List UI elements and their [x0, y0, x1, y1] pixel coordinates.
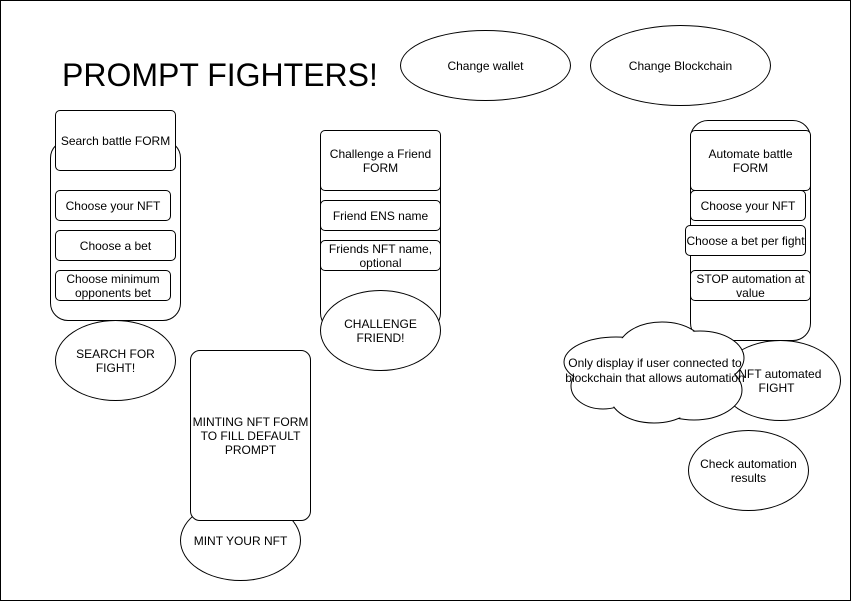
automate-bet-per-fight-field[interactable]: Choose a bet per fight — [685, 225, 806, 256]
change-blockchain-button[interactable]: Change Blockchain — [590, 25, 771, 106]
page-title: PROMPT FIGHTERS! — [62, 57, 378, 93]
search-min-opponent-bet-field[interactable]: Choose minimum opponents bet — [55, 270, 171, 301]
change-wallet-button[interactable]: Change wallet — [400, 30, 571, 101]
stop-automation-field[interactable]: STOP automation at value — [690, 270, 811, 301]
search-choose-nft-field[interactable]: Choose your NFT — [55, 190, 171, 221]
cloud-note-shape — [563, 321, 745, 424]
search-for-fight-button[interactable]: SEARCH FOR FIGHT! — [55, 320, 176, 401]
minting-form: MINTING NFT FORM TO FILL DEFAULT PROMPT — [190, 350, 311, 521]
search-choose-bet-field[interactable]: Choose a bet — [55, 230, 176, 261]
challenge-friend-button[interactable]: CHALLENGE FRIEND! — [320, 290, 441, 371]
check-automation-results-button[interactable]: Check automation results — [688, 430, 809, 511]
search-battle-form-header: Search battle FORM — [55, 110, 176, 171]
friend-ens-field[interactable]: Friend ENS name — [320, 200, 441, 231]
automate-form-header: Automate battle FORM — [690, 130, 811, 191]
challenge-form-header: Challenge a Friend FORM — [320, 130, 441, 191]
automate-choose-nft-field[interactable]: Choose your NFT — [690, 190, 806, 221]
friend-nft-field[interactable]: Friends NFT name, optional — [320, 240, 441, 271]
automation-availability-note: Only display if user connected to blockc… — [565, 356, 745, 385]
